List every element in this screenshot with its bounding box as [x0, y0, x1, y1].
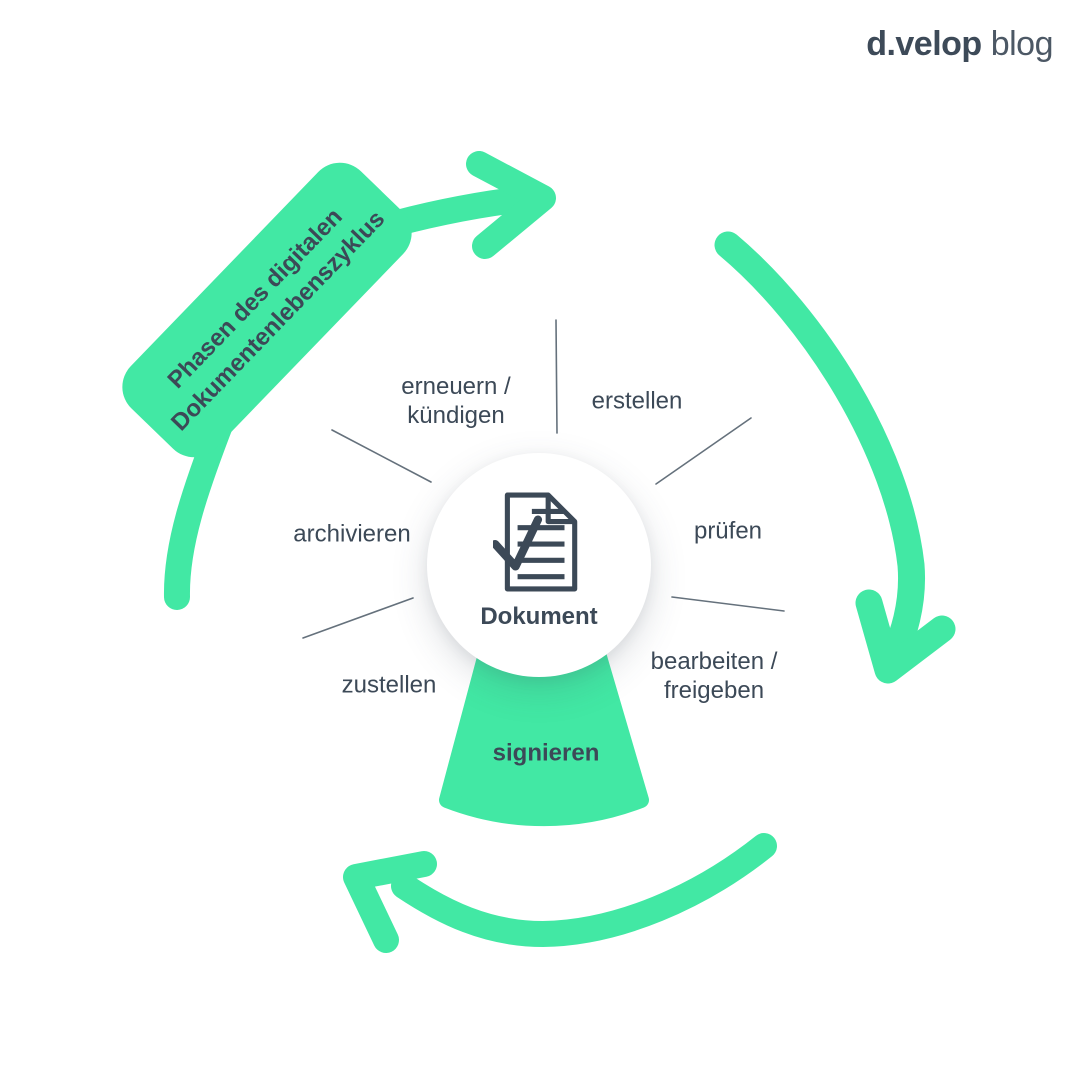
phase-label-archivieren: archivieren: [293, 520, 411, 548]
divider-right: [671, 596, 785, 612]
arrowhead-left-icon: [343, 851, 437, 953]
logo-suffix: blog: [990, 25, 1054, 63]
center-document-circle: Dokument: [427, 453, 651, 677]
logo-brand: d.velop: [866, 25, 982, 63]
divider-left: [302, 597, 414, 639]
phase-label-pruefen: prüfen: [693, 517, 763, 545]
divider-top: [555, 319, 558, 434]
divider-upper-right: [655, 417, 752, 485]
cycle-arrow-right-shaft: [714, 231, 926, 678]
document-check-icon: [493, 492, 578, 592]
arrowhead-down-icon: [855, 589, 956, 684]
cycle-arrow-bottom-shaft: [391, 833, 777, 947]
phase-label-erneuern-kuendigen: erneuern / kündigen: [401, 373, 511, 429]
phase-label-zustellen: zustellen: [341, 671, 437, 699]
phase-label-erstellen: erstellen: [591, 387, 683, 415]
center-label: Dokument: [480, 603, 598, 630]
cycle-arrow-right: [714, 231, 956, 684]
cycle-arrow-bottom: [343, 833, 777, 953]
divider-upper-left: [331, 429, 432, 483]
phase-label-signieren: signieren: [492, 739, 600, 767]
phase-divider-lines: [302, 319, 785, 639]
phase-label-bearbeiten-freigeben: bearbeiten / freigeben: [650, 648, 778, 704]
arrowhead-up-right-icon: [466, 151, 556, 259]
